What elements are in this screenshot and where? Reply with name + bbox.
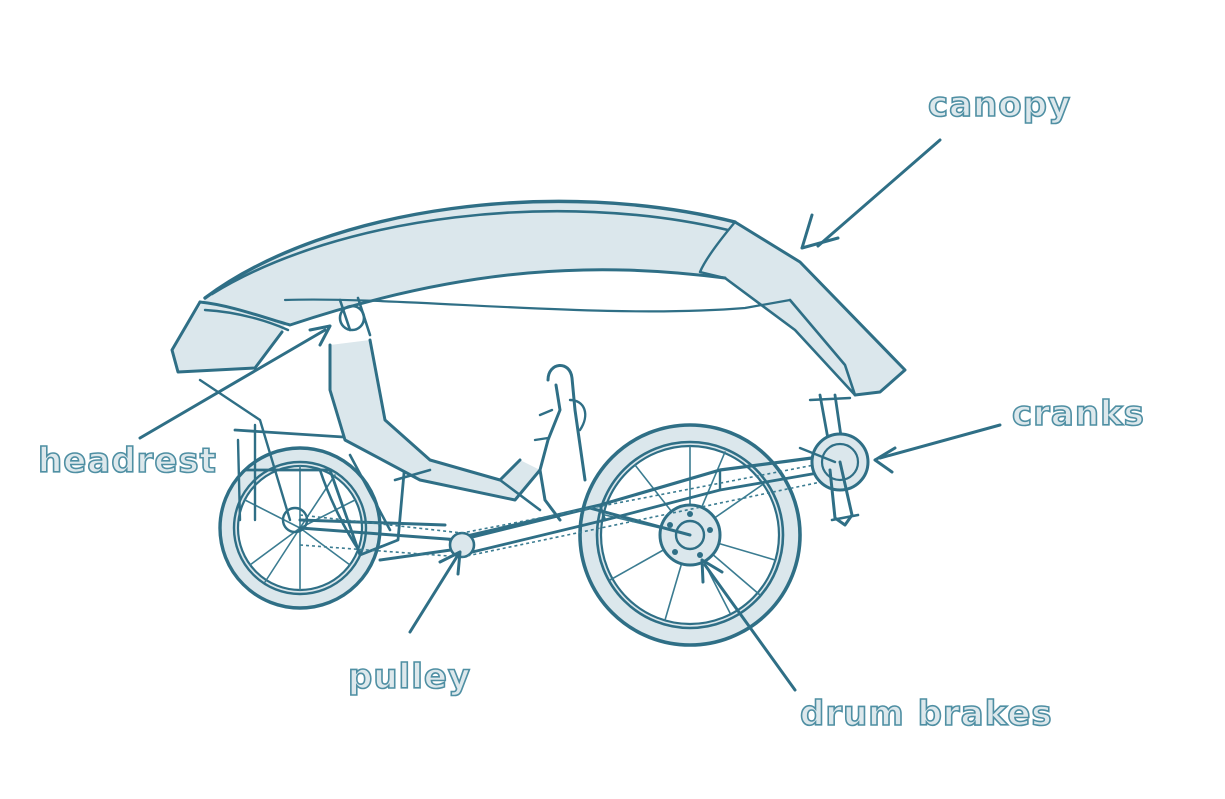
arrow-pulley — [408, 550, 462, 634]
canopy-shape — [170, 199, 907, 397]
label-drum-brakes: drum brakes — [799, 694, 1053, 734]
arrow-cranks — [873, 423, 1002, 474]
frame — [298, 453, 841, 562]
arrow-drum-brakes — [700, 558, 797, 692]
label-cranks: cranks — [1011, 394, 1145, 434]
arrow-canopy — [800, 138, 942, 250]
arrow-headrest — [138, 324, 332, 440]
seat — [328, 296, 542, 512]
label-headrest: headrest — [37, 441, 217, 481]
steering-handle — [533, 364, 587, 522]
cranks — [798, 393, 870, 527]
label-canopy: canopy — [927, 85, 1072, 125]
label-pulley: pulley — [347, 657, 472, 697]
